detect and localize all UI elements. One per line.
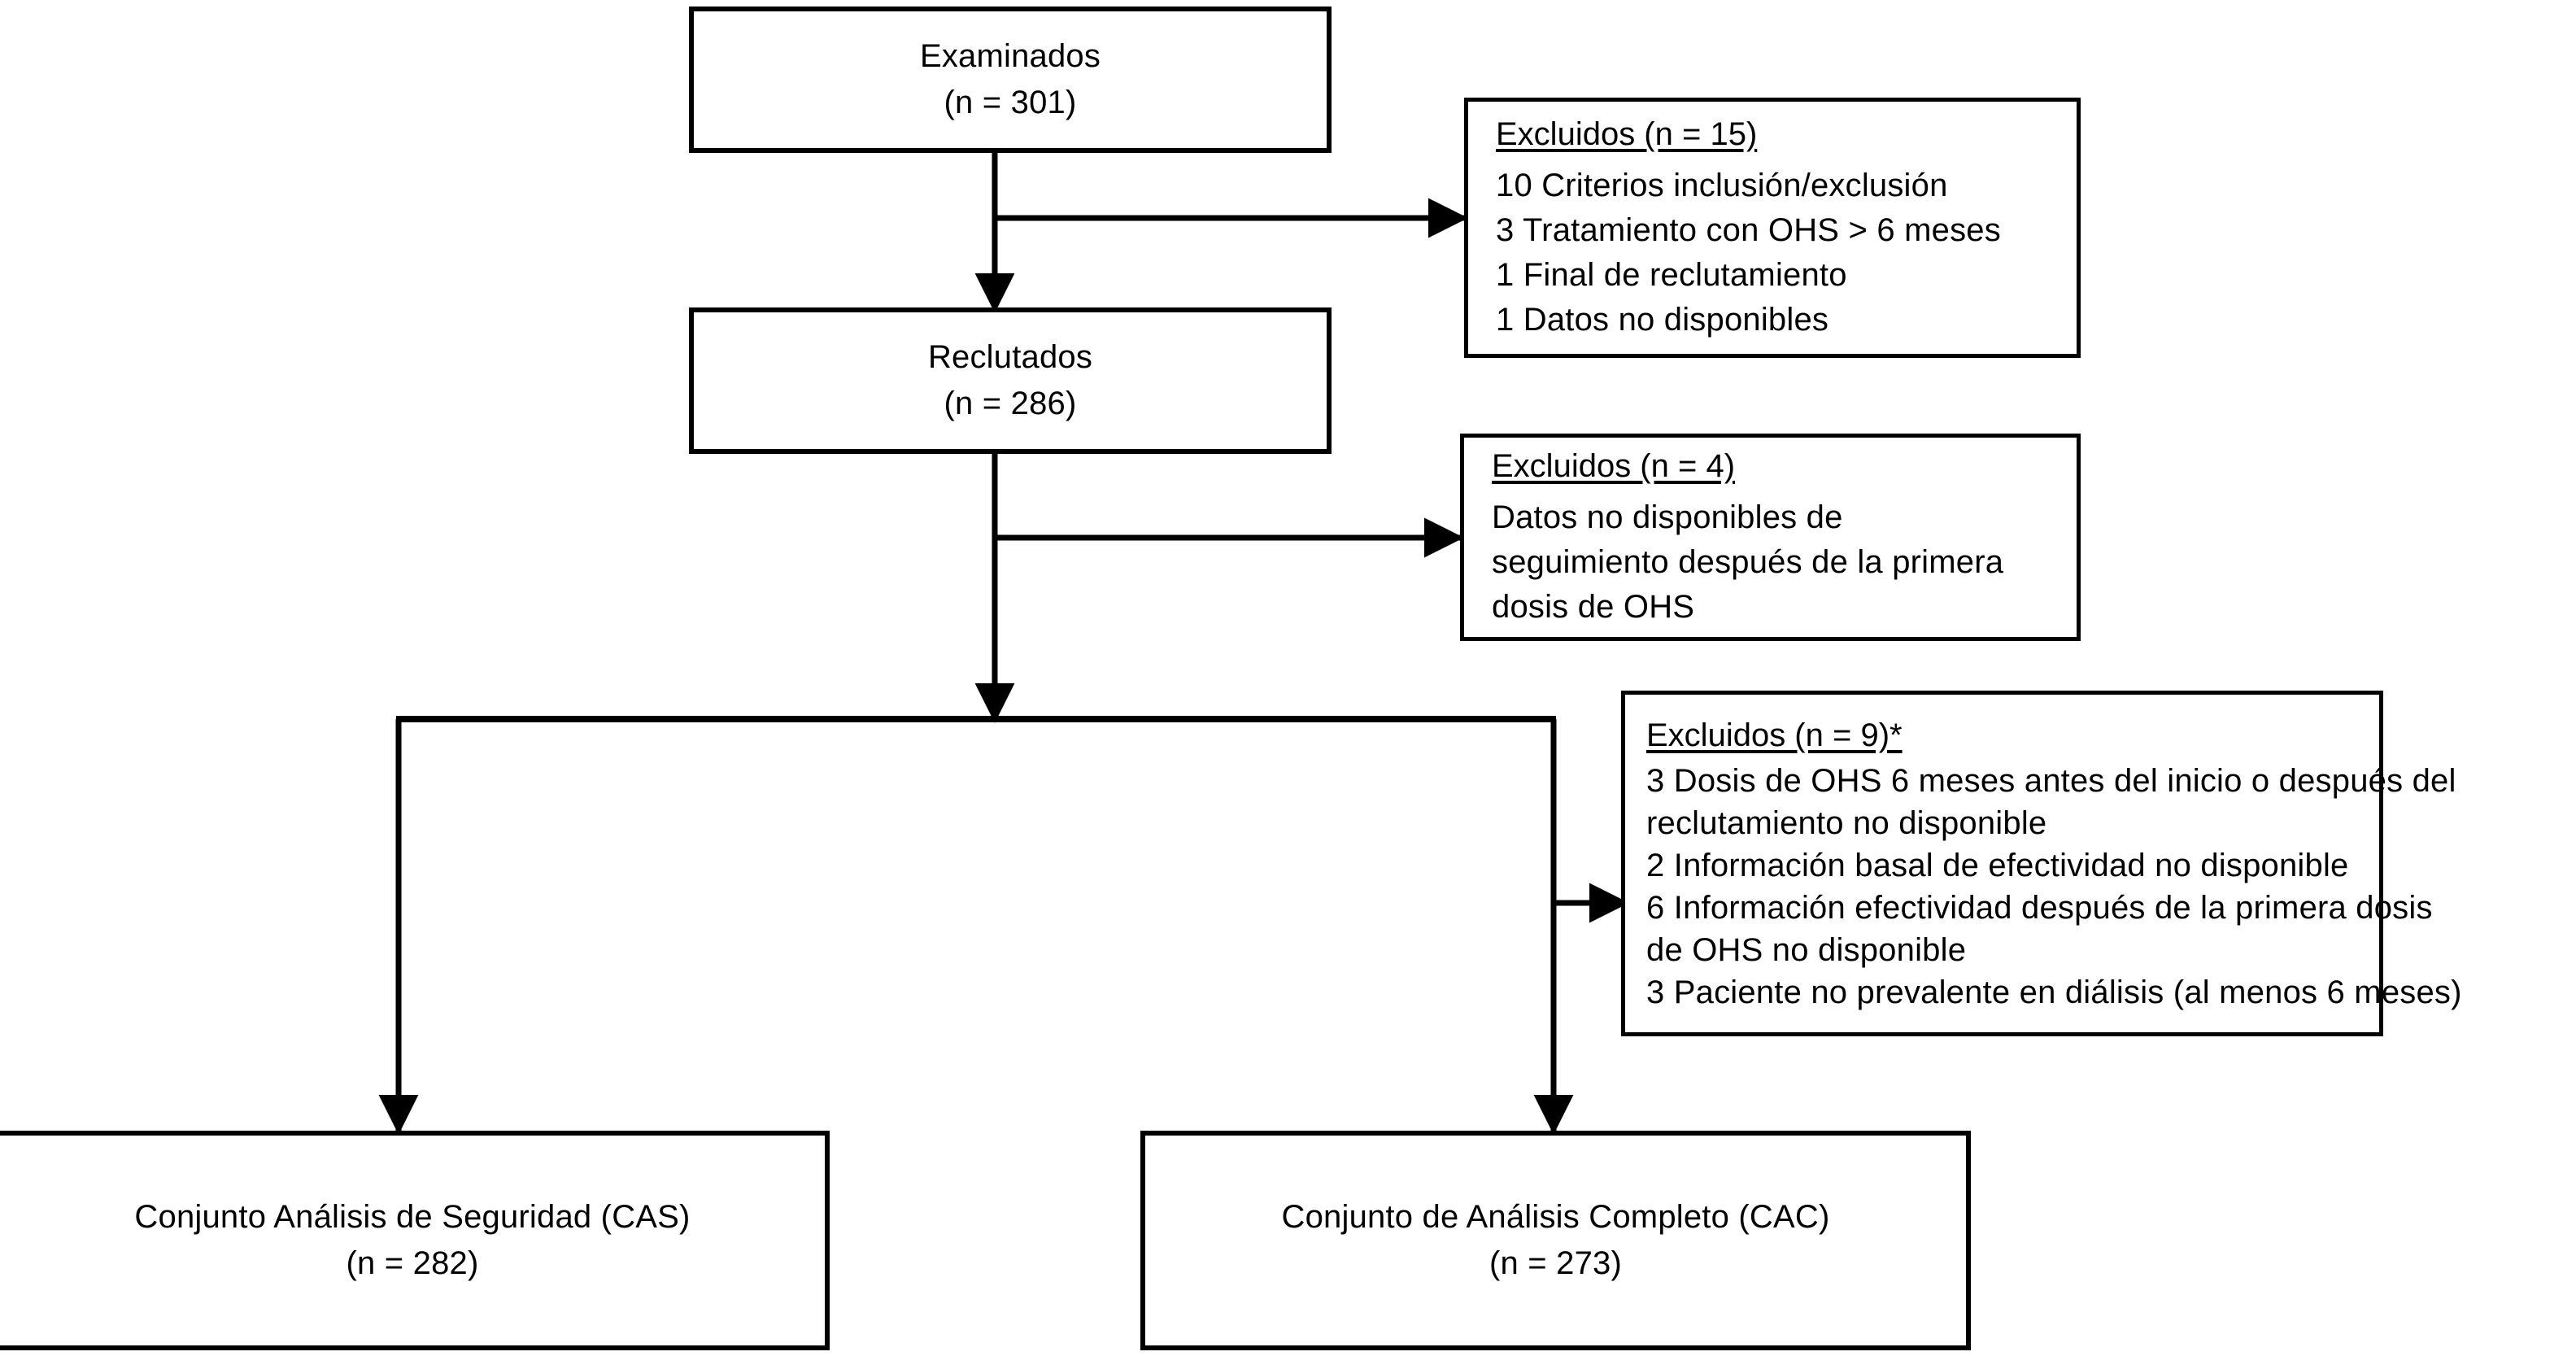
node-recruited: Reclutados (n = 286): [689, 307, 1332, 454]
node-excluded-2: Excluidos (n = 4) Datos no disponibles d…: [1460, 434, 2081, 641]
node-screened: Examinados (n = 301): [689, 7, 1332, 153]
node-full-set-count: (n = 273): [1489, 1245, 1622, 1281]
exclusion-reason: 3 Dosis de OHS 6 meses antes del inicio …: [1646, 762, 2456, 799]
node-safety-set-label: Conjunto Análisis de Seguridad (CAS): [134, 1199, 691, 1236]
exclusion-reason: 6 Información efectividad después de la …: [1646, 889, 2433, 926]
exclusion-reason: reclutamiento no disponible: [1646, 804, 2047, 841]
exclusion-reason: 1 Datos no disponibles: [1496, 302, 1829, 338]
exclusion-reason: dosis de OHS: [1492, 589, 1695, 626]
exclusion-reason: 2 Información basal de efectividad no di…: [1646, 847, 2349, 883]
exclusion-reason: de OHS no disponible: [1646, 931, 1967, 968]
node-excluded-3-reasons: 3 Dosis de OHS 6 meses antes del inicio …: [1646, 760, 2462, 1014]
exclusion-reason: 3 Tratamiento con OHS > 6 meses: [1496, 211, 2001, 248]
node-excluded-1-title: Excluidos (n = 15): [1496, 116, 1758, 152]
exclusion-reason: Datos no disponibles de: [1492, 499, 1843, 535]
node-safety-set-count: (n = 282): [346, 1245, 479, 1281]
node-full-set-label: Conjunto de Análisis Completo (CAC): [1281, 1199, 1830, 1236]
exclusion-reason: seguimiento después de la primera: [1492, 543, 2004, 580]
node-recruited-count: (n = 286): [944, 386, 1077, 421]
node-recruited-label: Reclutados: [927, 339, 1093, 376]
node-safety-set: Conjunto Análisis de Seguridad (CAS) (n …: [0, 1131, 830, 1350]
node-excluded-3: Excluidos (n = 9)* 3 Dosis de OHS 6 mese…: [1621, 691, 2461, 1036]
node-excluded-1-reasons: 10 Criterios inclusión/exclusión 3 Trata…: [1496, 164, 2001, 343]
node-excluded-1: Excluidos (n = 15) 10 Criterios inclusió…: [1464, 98, 2081, 358]
exclusion-reason: 10 Criterios inclusión/exclusión: [1496, 167, 1948, 203]
node-full-set: Conjunto de Análisis Completo (CAC) (n =…: [1140, 1131, 1971, 1350]
node-screened-label: Examinados: [919, 38, 1101, 75]
node-excluded-3-title: Excluidos (n = 9)*: [1646, 717, 1903, 753]
node-excluded-2-reasons: Datos no disponibles de seguimiento desp…: [1492, 495, 2003, 630]
node-screened-count: (n = 301): [944, 85, 1077, 120]
exclusion-reason: 1 Final de reclutamiento: [1496, 257, 1847, 293]
exclusion-reason: 3 Paciente no prevalente en diálisis (al…: [1646, 974, 2462, 1010]
node-excluded-2-title: Excluidos (n = 4): [1492, 447, 1736, 484]
